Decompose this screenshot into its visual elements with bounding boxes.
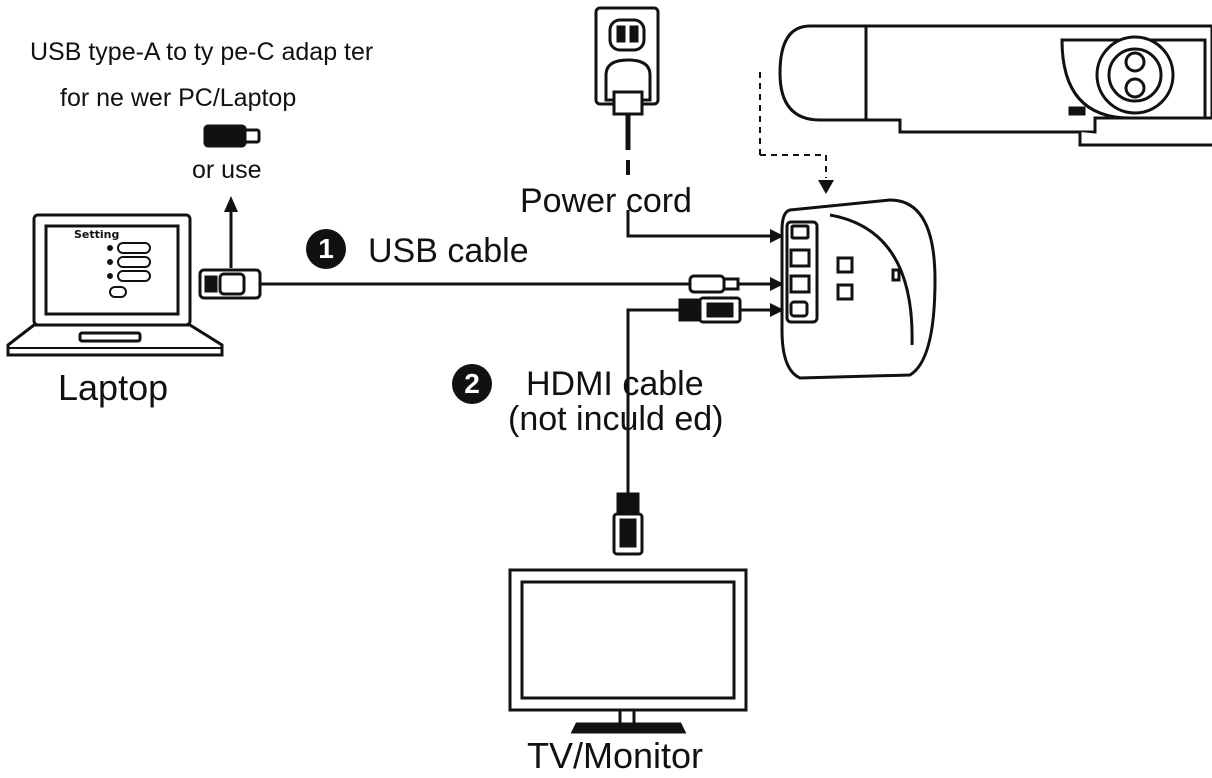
- adapter-title-line1: USB type-A to ty pe-C adap ter: [30, 38, 374, 66]
- hdmi-arrow-head: [770, 303, 784, 317]
- power-arrow-head: [770, 229, 784, 243]
- usb-arrow-head: [770, 277, 784, 291]
- usb-cable-label: USB cable: [368, 232, 529, 270]
- usb-c-adapter: [203, 124, 261, 148]
- tv-monitor-illustration: [508, 568, 748, 734]
- laptop-screen-title: Setting: [74, 228, 120, 241]
- hdmi-cable-label: HDMI cable: [526, 365, 704, 403]
- power-cord-label: Power cord: [520, 182, 692, 220]
- laptop-illustration: [6, 213, 224, 357]
- tv-monitor-label: TV/Monitor: [527, 735, 704, 776]
- power-cord-line: [626, 210, 770, 238]
- laptop-screen-widgets: [107, 242, 151, 298]
- laptop-label: Laptop: [58, 367, 169, 408]
- or-use-label: or use: [192, 156, 262, 184]
- projector: [778, 24, 1212, 147]
- step-2-badge: 2: [452, 364, 492, 404]
- not-included-label: (not inculd ed): [508, 400, 724, 438]
- up-arrow-head: [224, 196, 238, 212]
- hdmi-plug-bottom: [612, 440, 644, 556]
- adapter-title-line2: for ne wer PC/Laptop: [60, 84, 297, 112]
- step-1-badge: 1: [306, 229, 346, 269]
- usb-cable: [198, 268, 770, 300]
- device: [780, 198, 937, 380]
- power-plug: [604, 58, 652, 175]
- down-arrow-head: [818, 180, 834, 194]
- projector-dashed-link: [759, 72, 827, 178]
- hdmi-cable: [626, 296, 770, 510]
